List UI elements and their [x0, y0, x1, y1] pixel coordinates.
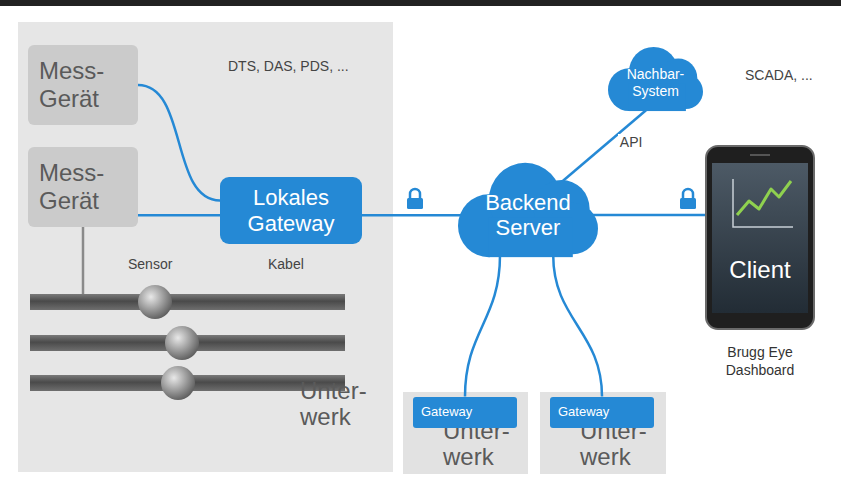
lock-icon [407, 189, 423, 209]
connector [138, 85, 220, 200]
annotation-label: Kabel [268, 256, 304, 273]
cable-bar [30, 294, 345, 310]
cloud-node: Backend Server [458, 160, 598, 260]
chart-axes [733, 179, 793, 227]
node-text: Unter- werk [300, 378, 388, 430]
sensor-sphere [138, 285, 172, 319]
connector [562, 110, 646, 182]
annotation-label: DTS, DAS, PDS, ... [228, 58, 349, 75]
lock-icon [680, 189, 696, 209]
annotation-label: SCADA, ... [745, 67, 813, 84]
connector [592, 214, 705, 217]
gateway-box: Gateway [550, 397, 654, 428]
cloud-fill [458, 163, 598, 257]
caption-text: Brugg Eye Dashboard [718, 344, 802, 379]
gateway-box: Gateway [413, 397, 517, 428]
sensor-sphere [161, 366, 195, 400]
node-text: Mess- Gerät [39, 159, 127, 214]
node-text: Backend Server [478, 180, 578, 241]
phone-shape [705, 145, 815, 330]
substation-panel: Unter- werkMess- GerätMess- GerätLokales… [18, 22, 393, 472]
node-text: Gateway [558, 405, 646, 419]
phone-speaker [750, 154, 770, 156]
device-box: Mess- Gerät [28, 147, 138, 227]
node-text: Mess- Gerät [39, 57, 127, 112]
node-text: Gateway [421, 405, 509, 419]
node-text: Client [729, 256, 790, 284]
substation-panel: Unter- werkGateway [403, 392, 528, 474]
edge-label: API [618, 134, 645, 151]
sensor-wire [82, 227, 85, 298]
node-text: Nachbar- System [622, 58, 690, 100]
cloud-node: Nachbar- System [608, 45, 703, 113]
connector [138, 214, 220, 217]
connector [362, 214, 462, 217]
annotation-label: Sensor [128, 256, 172, 273]
device-box: Mess- Gerät [28, 45, 138, 125]
cloud-fill [608, 47, 703, 111]
client-device: ClientBrugg Eye Dashboard [705, 145, 815, 330]
connector [553, 255, 602, 397]
phone-body [706, 146, 814, 329]
chart-line [737, 181, 791, 215]
phone-screen [712, 163, 808, 313]
sensor-sphere [165, 326, 199, 360]
node-text: Lokales Gateway [247, 185, 335, 236]
top-bar [0, 0, 841, 6]
connector [465, 255, 500, 397]
substation-panel: Unter- werkGateway [540, 392, 666, 474]
gateway-box: Lokales Gateway [220, 177, 362, 244]
